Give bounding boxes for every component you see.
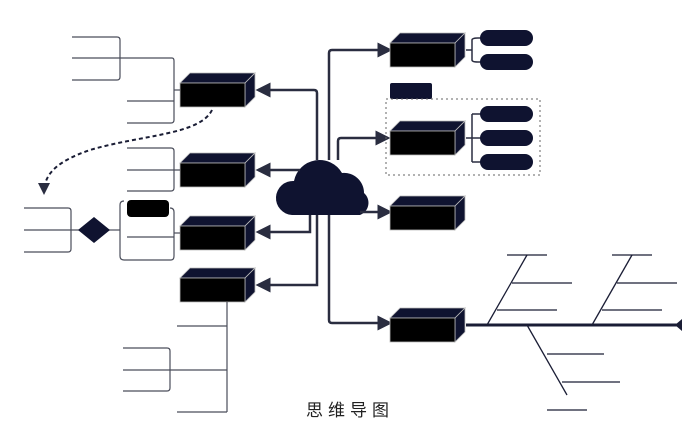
diagram-caption: 思维导图	[306, 401, 394, 421]
pill-3	[480, 106, 533, 122]
group-frame	[385, 98, 541, 176]
pill-4	[480, 130, 533, 146]
left-tree-3	[24, 200, 180, 261]
connector-lines	[255, 42, 393, 331]
left-tree-1	[72, 36, 180, 124]
node-box-left-4[interactable]	[179, 267, 256, 303]
node-box-left-2[interactable]	[179, 152, 256, 188]
label-tag	[390, 83, 432, 99]
fishbone	[466, 254, 682, 411]
pill-1	[480, 30, 533, 46]
node-box-left-3[interactable]	[179, 215, 256, 251]
pill-connectors	[466, 37, 482, 163]
node-box-left-1[interactable]	[179, 72, 256, 108]
diamond-node[interactable]	[78, 217, 110, 243]
left-tree-4	[123, 302, 228, 413]
node-box-right-1[interactable]	[389, 32, 466, 68]
node-box-right-4[interactable]	[389, 307, 466, 343]
pill-nodes	[480, 30, 533, 170]
cloud-icon	[275, 160, 369, 215]
node-box-right-2[interactable]	[389, 120, 466, 156]
dashed-relation	[38, 109, 213, 195]
pill-5	[480, 154, 533, 170]
node-box-right-3[interactable]	[389, 195, 466, 231]
small-tag-node[interactable]	[127, 200, 169, 217]
pill-2	[480, 54, 533, 70]
left-tree-2	[127, 147, 180, 192]
